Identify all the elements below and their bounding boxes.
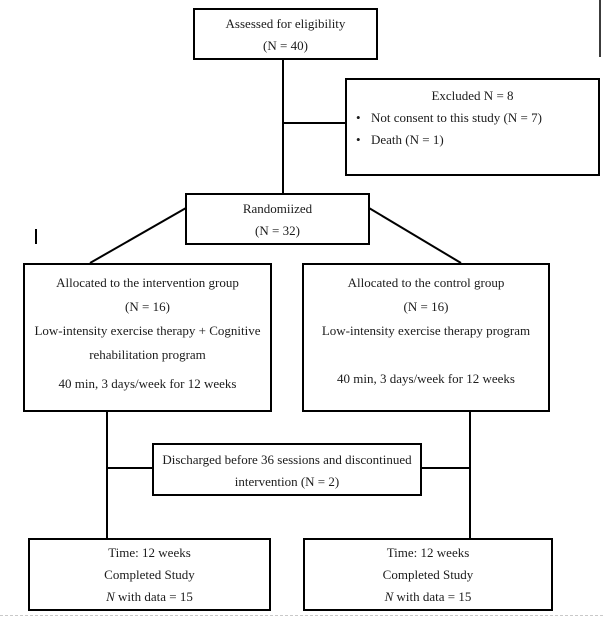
bullet-icon: • [356,132,361,147]
intervention-line3: Low-intensity exercise therapy + Cogniti… [34,323,261,338]
control-line4: 40 min, 3 days/week for 12 weeks [337,371,515,386]
intervention-line4: rehabilitation program [89,347,206,362]
italic-n: N [384,589,394,604]
edge-line-top-right [599,0,601,57]
completed-intervention-line2: Completed Study [104,567,195,582]
connector-right-to-discharged [422,467,470,469]
connector-intervention-to-completed [106,412,108,538]
completed-intervention-line1: Time: 12 weeks [108,545,191,560]
italic-n: N [106,589,115,604]
discharged-box: Discharged before 36 sessions and discon… [152,443,422,496]
connector-control-to-completed [469,412,471,538]
excluded-bullet-1: Not consent to this study (N = 7) [371,110,542,125]
intervention-line1: Allocated to the intervention group [56,275,239,290]
faint-bottom-line [0,615,603,616]
assessed-line2: (N = 40) [263,38,308,53]
control-line3: Low-intensity exercise therapy program [321,323,531,338]
completed-intervention-box: Time: 12 weeks Completed Study N with da… [28,538,271,611]
n-with-data: with data = 15 [393,589,472,604]
intervention-line2: (N = 16) [125,299,170,314]
stray-mark [35,229,37,244]
n-with-data: with data = 15 [114,589,193,604]
connector-to-excluded [283,122,345,124]
completed-control-box: Time: 12 weeks Completed Study N with da… [303,538,553,611]
completed-intervention-line3: N with data = 15 [30,586,269,608]
completed-control-line3: N with data = 15 [305,586,551,608]
randomized-box: Randomiized (N = 32) [185,193,370,245]
completed-control-line2: Completed Study [382,567,474,582]
connector-left-to-discharged [107,467,152,469]
excluded-bullet-row-2: • Death (N = 1) [347,129,598,151]
randomized-line1: Randomiized [242,201,313,216]
discharged-line1: Discharged before 36 sessions and discon… [162,452,412,467]
intervention-line5: 40 min, 3 days/week for 12 weeks [58,376,237,391]
connector-randomized-to-intervention [89,207,187,264]
bullet-icon: • [356,110,361,125]
intervention-box: Allocated to the intervention group (N =… [23,263,272,412]
excluded-box: Excluded N = 8 • Not consent to this stu… [345,78,600,176]
connector-randomized-to-control [368,207,462,264]
control-line2: (N = 16) [403,299,449,314]
assessed-box: Assessed for eligibility (N = 40) [193,8,378,60]
control-box: Allocated to the control group (N = 16) … [302,263,550,412]
control-line1: Allocated to the control group [347,275,505,290]
completed-control-line1: Time: 12 weeks [386,545,470,560]
connector-assessed-to-randomized [282,60,284,193]
randomized-line2: (N = 32) [255,223,300,238]
excluded-bullet-row-1: • Not consent to this study (N = 7) [347,107,598,129]
excluded-bullet-2: Death (N = 1) [371,132,444,147]
excluded-title: Excluded N = 8 [431,88,514,103]
discharged-line2: intervention (N = 2) [234,474,340,489]
assessed-line1: Assessed for eligibility [225,16,346,31]
